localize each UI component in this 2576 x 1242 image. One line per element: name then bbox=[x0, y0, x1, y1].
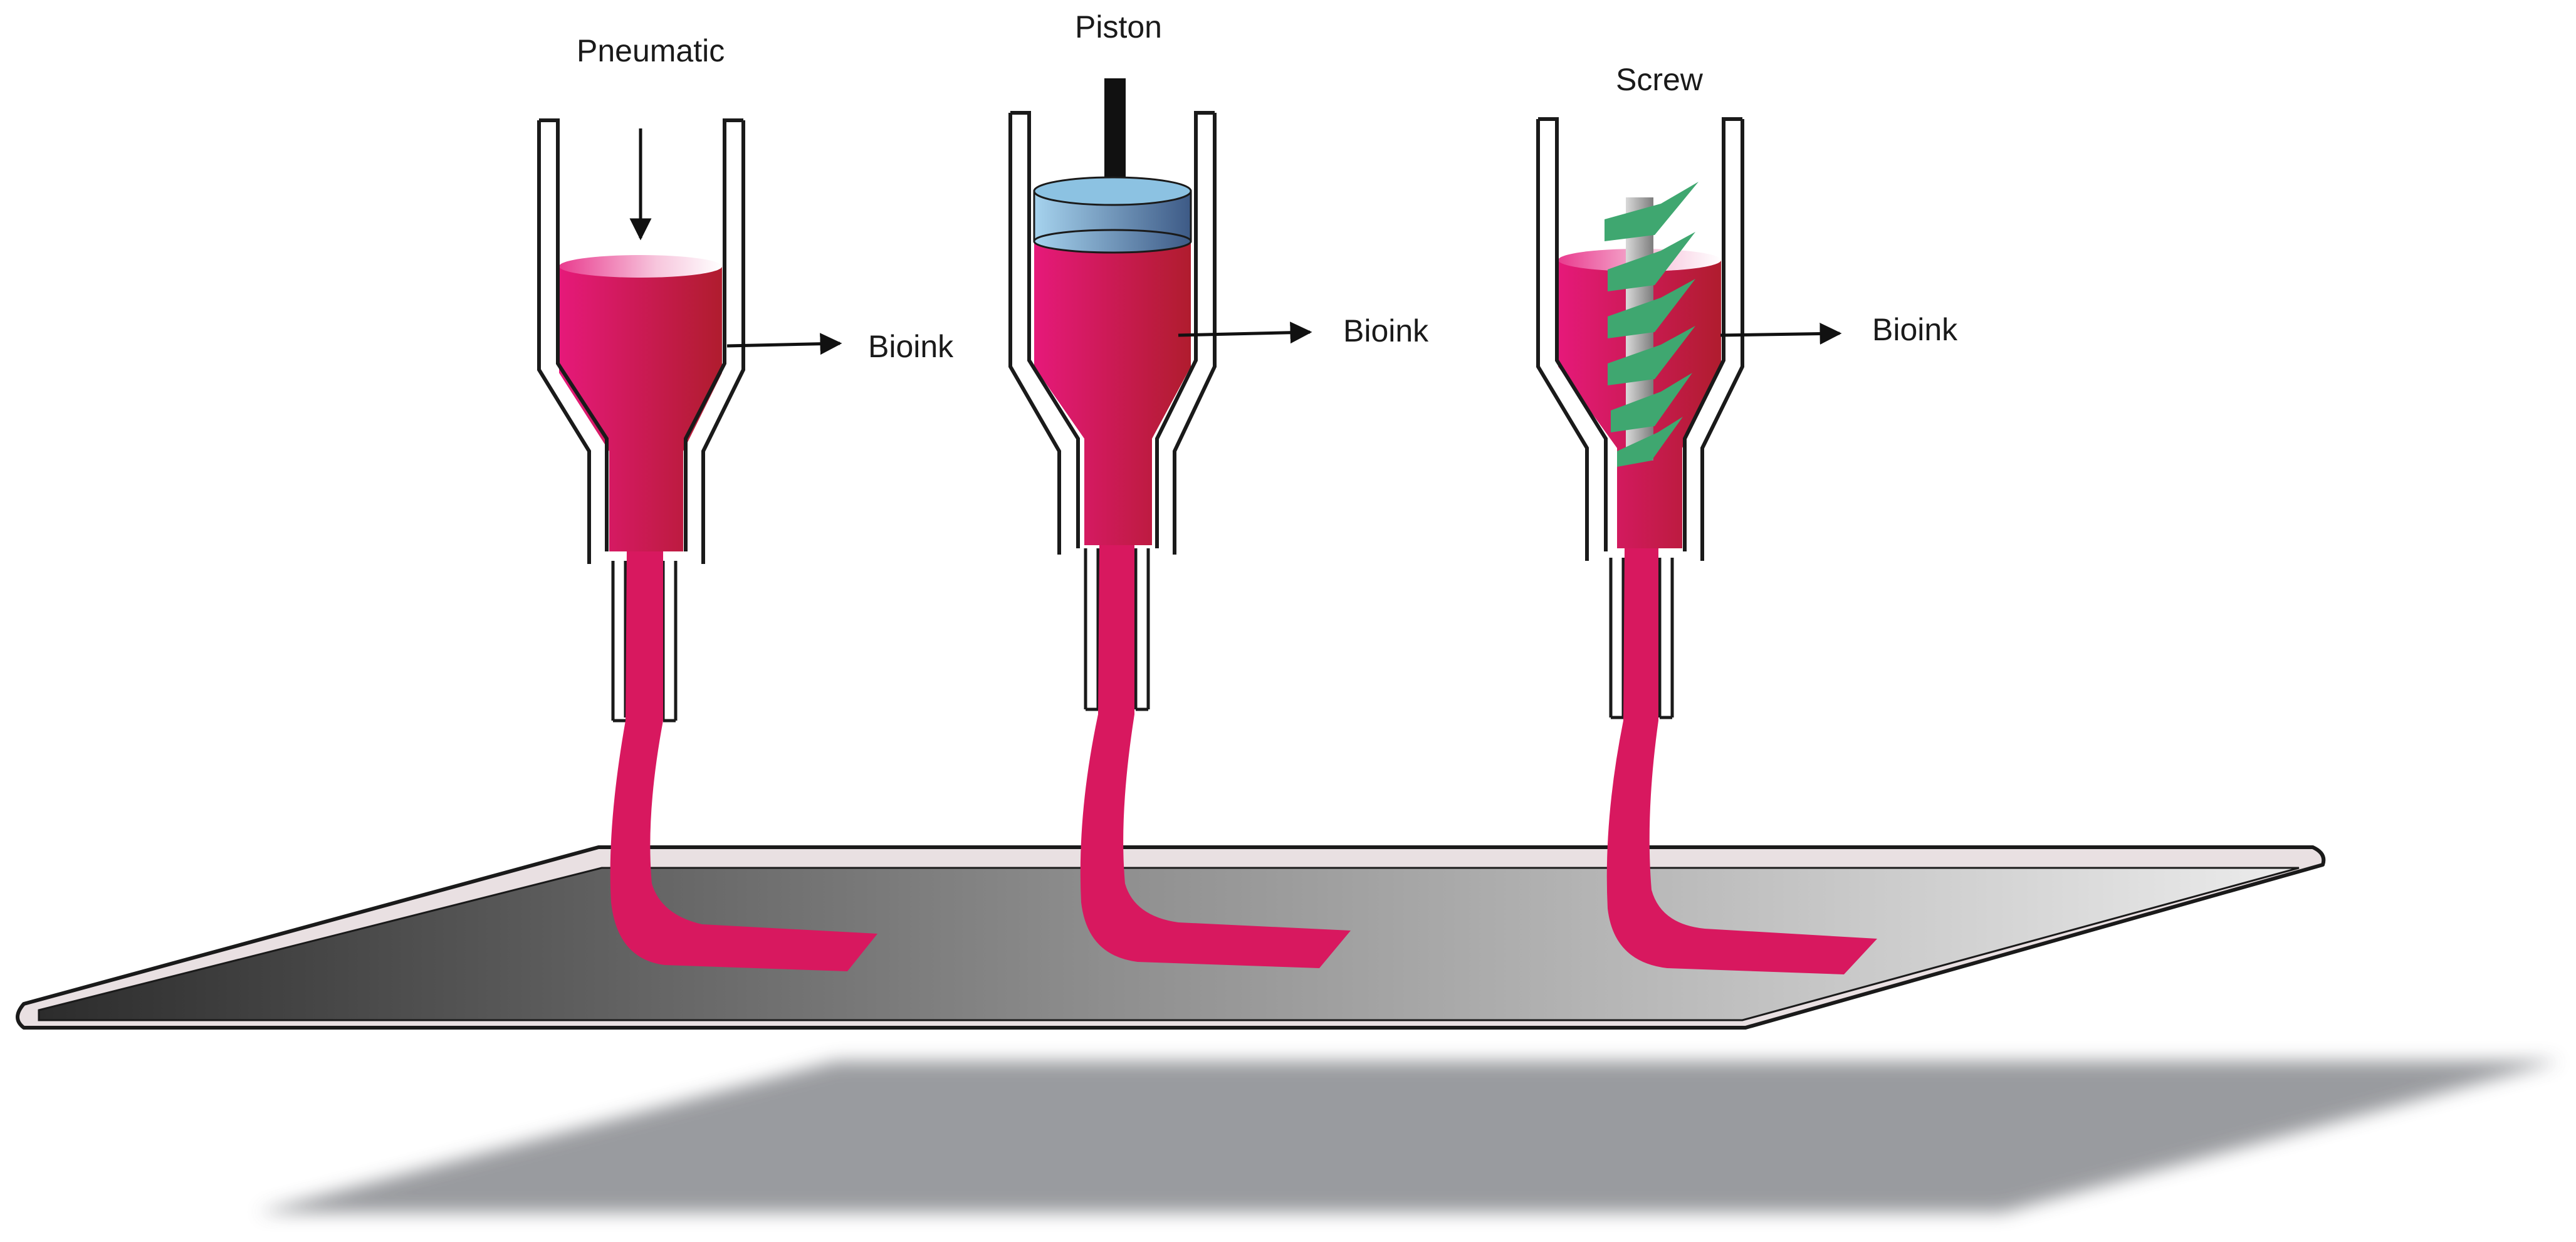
pneumatic-bioink-label: Bioink bbox=[868, 329, 954, 364]
piston-bioink-fill bbox=[1034, 241, 1191, 545]
plate-shadow bbox=[257, 1061, 2560, 1213]
screw-extruded-strand bbox=[1606, 548, 1877, 974]
screw-blades bbox=[1605, 182, 1699, 467]
pneumatic-bioink-arrow bbox=[726, 333, 842, 355]
piston-extruder: Piston Bioink bbox=[1008, 9, 1429, 968]
piston-rod bbox=[1104, 78, 1126, 182]
pneumatic-bioink-fill bbox=[559, 266, 722, 551]
pneumatic-label: Pneumatic bbox=[577, 33, 725, 68]
screw-extruder: Screw Bioink bbox=[1536, 62, 1958, 974]
piston-syringe-body bbox=[1008, 111, 1217, 555]
screw-label: Screw bbox=[1616, 62, 1704, 97]
piston-bioink-arrow bbox=[1178, 321, 1312, 344]
screw-bioink-arrow bbox=[1720, 322, 1842, 345]
piston-extruded-strand bbox=[1080, 545, 1351, 968]
piston-bioink-label: Bioink bbox=[1343, 313, 1429, 348]
screw-needle bbox=[1609, 558, 1674, 719]
pneumatic-extruder: Pneumatic Bioink bbox=[537, 33, 954, 971]
screw-syringe-body bbox=[1536, 117, 1744, 561]
pneumatic-syringe-body bbox=[537, 118, 745, 564]
piston-needle bbox=[1084, 548, 1150, 711]
piston-head bbox=[1033, 176, 1192, 254]
screw-bioink-label: Bioink bbox=[1872, 312, 1958, 347]
pneumatic-extruded-strand bbox=[610, 551, 877, 971]
piston-label: Piston bbox=[1075, 9, 1162, 44]
